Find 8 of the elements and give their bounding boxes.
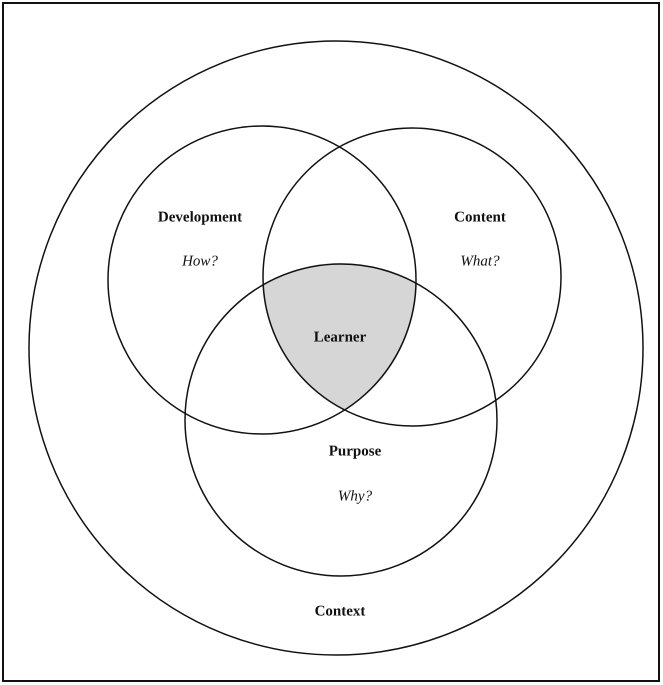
- circle-label: Context: [314, 604, 366, 620]
- question-label: How?: [182, 254, 218, 270]
- question-label: What?: [460, 254, 500, 270]
- circle-label: Development: [158, 210, 242, 226]
- circle-label: Learner: [314, 330, 366, 346]
- question-label: Why?: [338, 488, 372, 506]
- circle-label: Content: [454, 210, 506, 226]
- circle-label: Purpose: [328, 444, 382, 460]
